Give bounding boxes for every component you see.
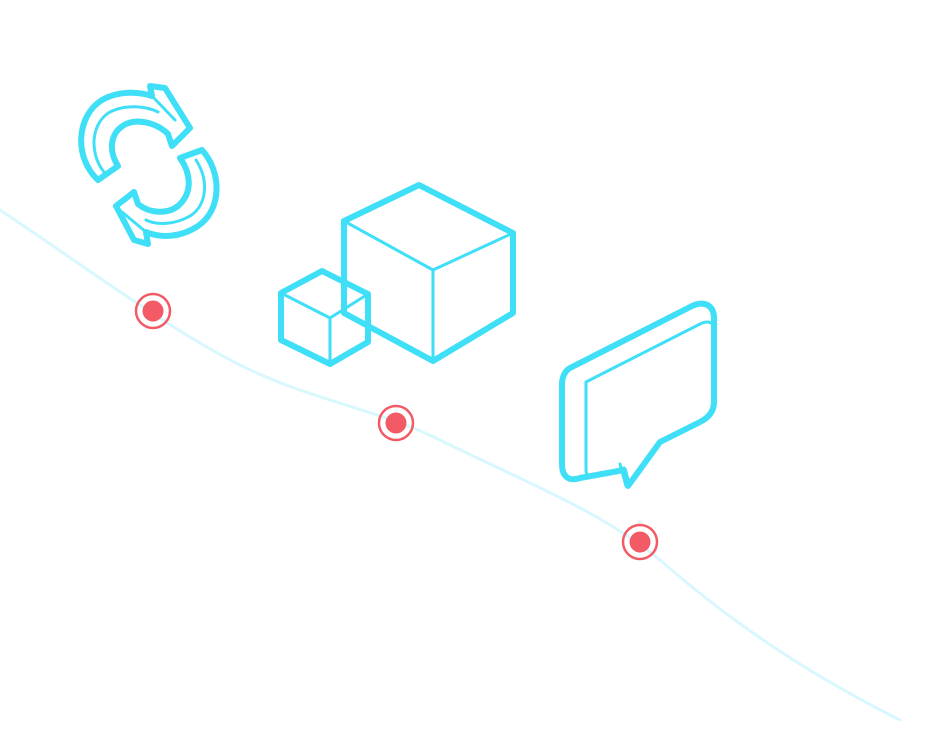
step-marker-1 — [134, 292, 172, 330]
step-marker-2 — [377, 404, 415, 442]
step-marker-3 — [621, 523, 659, 561]
cubes-icon — [278, 182, 516, 367]
flow-path-line — [0, 208, 902, 722]
chat-bubble-icon — [559, 300, 717, 489]
refresh-icon — [78, 83, 220, 247]
